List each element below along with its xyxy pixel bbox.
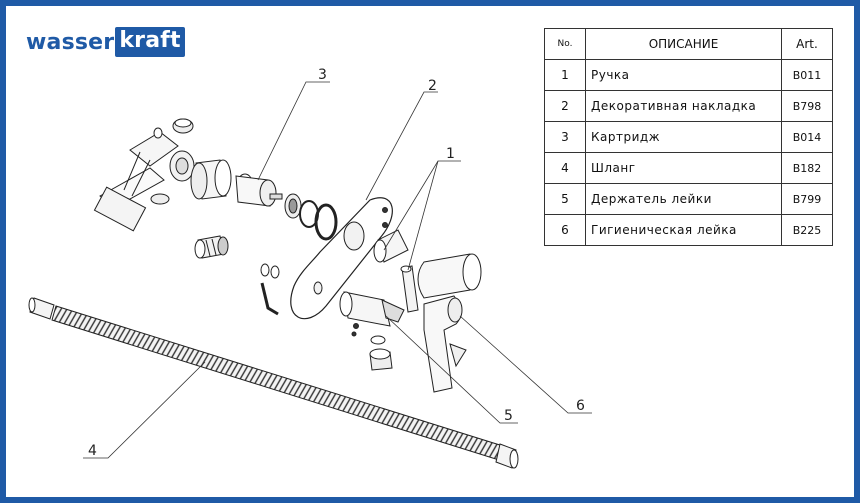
- table-row: 4 Шланг B182: [544, 152, 833, 184]
- callout-4: 4: [88, 443, 97, 459]
- row-no: 6: [544, 214, 586, 246]
- parts-table: No. ОПИСАНИЕ Art. 1 Ручка B011 2 Декорат…: [544, 28, 833, 246]
- flexible-hose: [28, 297, 519, 469]
- callout-3: 3: [318, 67, 327, 83]
- callout-5: 5: [504, 408, 513, 424]
- header-description: ОПИСАНИЕ: [585, 28, 782, 60]
- leader-lines: [83, 81, 592, 459]
- row-art: B014: [781, 121, 833, 153]
- row-description: Гигиеническая лейка: [585, 214, 782, 246]
- callout-labels: 3 2 1 4 5 6: [88, 67, 585, 459]
- shower-holder: [339, 291, 405, 371]
- row-art: B182: [781, 152, 833, 184]
- row-art: B225: [781, 214, 833, 246]
- row-description: Держатель лейки: [585, 183, 782, 215]
- header-art: Art.: [781, 28, 833, 60]
- diverter-fitting: [194, 235, 229, 259]
- row-description: Шланг: [585, 152, 782, 184]
- callout-6: 6: [576, 398, 585, 414]
- row-art: B798: [781, 90, 833, 122]
- table-row: 1 Ручка B011: [544, 59, 833, 91]
- table-row: 6 Гигиеническая лейка B225: [544, 214, 833, 246]
- hex-key: [260, 282, 279, 316]
- o-ring: [270, 265, 280, 279]
- logo-text-wasser: wasser: [26, 29, 115, 55]
- decorative-plate: [290, 197, 393, 320]
- row-description: Картридж: [585, 121, 782, 153]
- hygienic-shower-head: [423, 295, 467, 393]
- row-no: 4: [544, 152, 586, 184]
- table-row: 2 Декоративная накладка B798: [544, 90, 833, 122]
- row-art: B011: [781, 59, 833, 91]
- handle: [373, 229, 482, 313]
- row-description: Ручка: [585, 59, 782, 91]
- callout-1: 1: [446, 146, 455, 162]
- table-row: 3 Картридж B014: [544, 121, 833, 153]
- valve-body: [93, 118, 195, 232]
- cartridge-assembly: [190, 159, 338, 241]
- row-description: Декоративная накладка: [585, 90, 782, 122]
- parts-table-header: No. ОПИСАНИЕ Art.: [544, 28, 833, 60]
- logo-text-kraft: kraft: [115, 27, 185, 57]
- callout-2: 2: [428, 78, 437, 94]
- table-row: 5 Держатель лейки B799: [544, 183, 833, 215]
- o-ring: [260, 263, 270, 277]
